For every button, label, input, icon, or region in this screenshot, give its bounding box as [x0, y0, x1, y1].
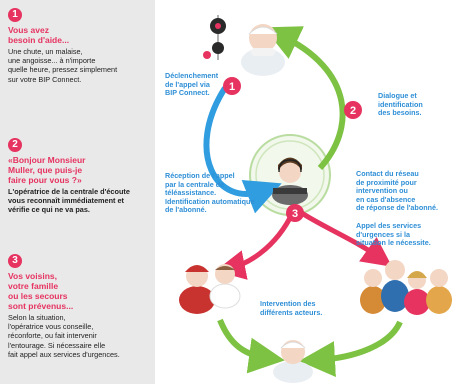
svg-text:1: 1 [229, 81, 235, 93]
marker-3: 3 [286, 204, 304, 222]
green-arrow-intervention-left [217, 318, 285, 374]
step-title: Vos voisins, votre famille ou les secour… [8, 271, 74, 311]
step-title: Vous avez besoin d'aide... [8, 25, 70, 45]
step-number-badge: 1 [8, 8, 22, 22]
label-appel-urgences: Appel des services d'urgences si la situ… [356, 221, 431, 248]
step-number-badge: 3 [8, 254, 22, 268]
label-declenchement: Déclenchement de l'appel via BIP Connect… [165, 71, 219, 98]
label-dialogue: Dialogue et identification des besoins. [378, 91, 423, 118]
step-description: L'opératrice de la centrale d'écoute vou… [8, 187, 130, 215]
bip-pendant-icon [203, 15, 226, 60]
marker-2: 2 [344, 101, 362, 119]
pink-arrow-neighbors [215, 210, 296, 280]
green-arrow-dialogue [263, 26, 346, 171]
step-number-badge: 2 [8, 138, 22, 152]
process-diagram: 1 2 3 [179, 15, 452, 383]
emergency-services-icon [179, 264, 241, 314]
step-2: 2 «Bonjour Monsieur Muller, que puis-je … [8, 138, 153, 215]
step-description: Une chute, un malaise, une angoisse... à… [8, 47, 118, 84]
green-arrow-intervention-right [299, 320, 403, 378]
label-intervention: Intervention des différents acteurs. [260, 299, 323, 317]
label-contact: Contact du réseau de proximité pour inte… [356, 169, 438, 213]
step-description: Selon la situation, l'opératrice vous co… [8, 313, 120, 359]
label-reception: Réception de l'appel par la centrale de … [165, 171, 255, 215]
elderly-man-icon [241, 24, 285, 76]
steps-sidebar: 1 Vous avez besoin d'aide... Une chute, … [0, 0, 155, 384]
step-3: 3 Vos voisins, votre famille ou les seco… [8, 254, 153, 359]
elderly-man-bottom-icon [273, 340, 313, 383]
blue-arrow-call [203, 86, 282, 214]
family-neighbors-icon [360, 260, 452, 315]
marker-1: 1 [223, 77, 241, 95]
step-title: «Bonjour Monsieur Muller, que puis-je fa… [8, 155, 86, 185]
svg-text:3: 3 [292, 208, 298, 220]
step-1: 1 Vous avez besoin d'aide... Une chute, … [8, 8, 153, 84]
svg-text:2: 2 [350, 105, 356, 117]
operator-icon [272, 157, 308, 205]
pink-arrow-family [298, 209, 393, 267]
